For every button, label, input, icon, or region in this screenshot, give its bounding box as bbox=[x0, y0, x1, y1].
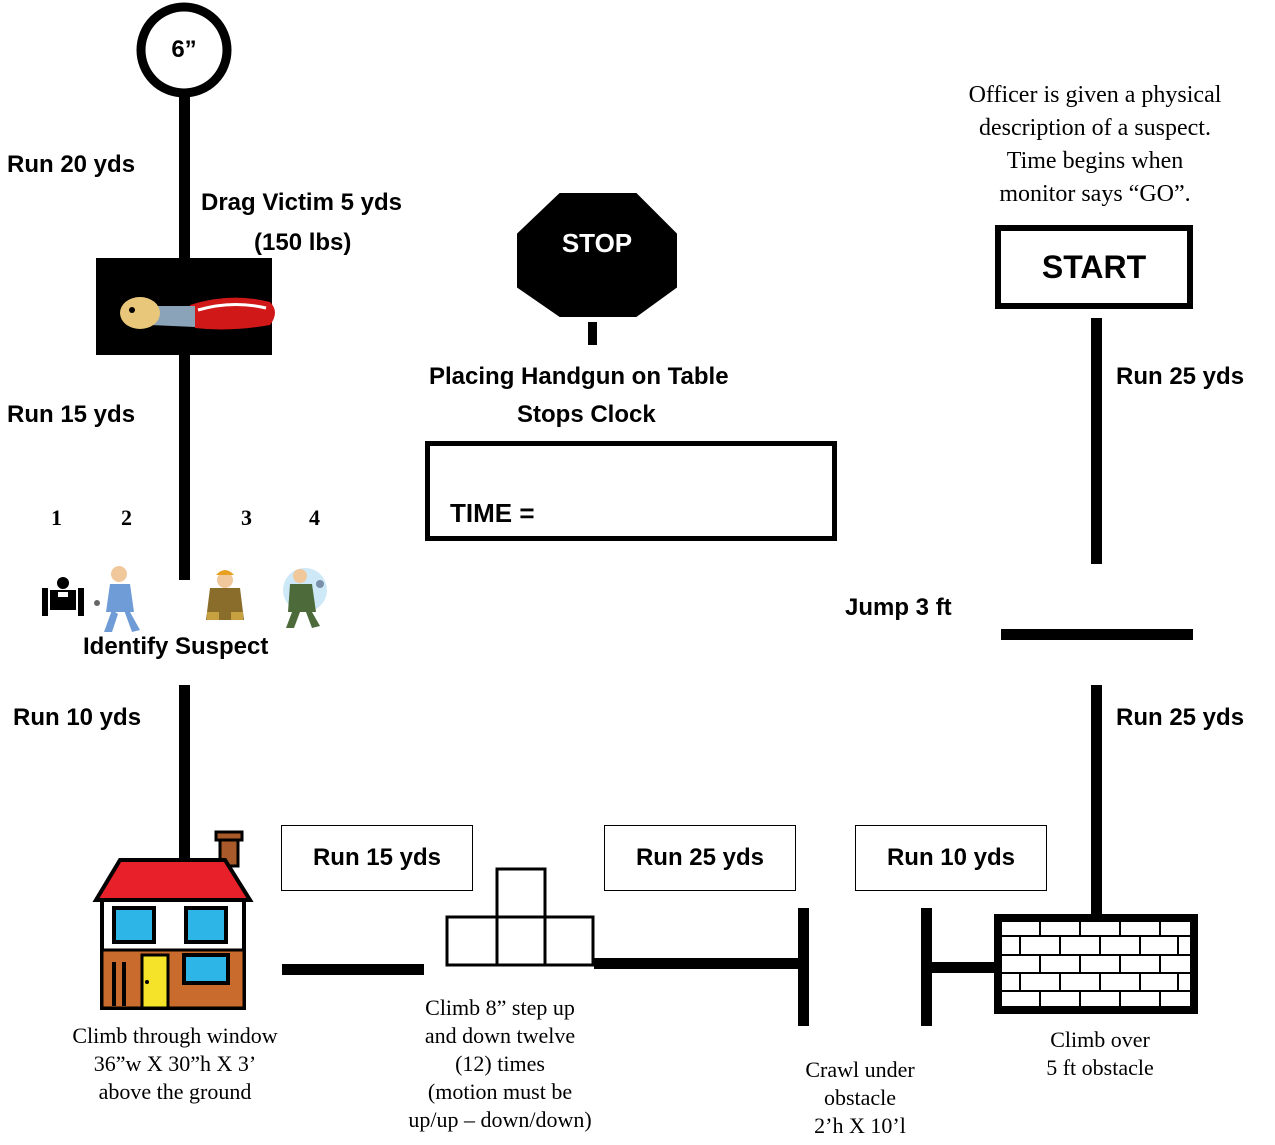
crawl-caption: Crawl under obstacle 2’h X 10’l bbox=[805, 1057, 915, 1138]
run-25-top-label: Run 25 yds bbox=[1116, 363, 1245, 390]
path-segment bbox=[932, 962, 1000, 973]
suspect-1-icon bbox=[42, 577, 84, 616]
stop-sign-label: STOP bbox=[561, 228, 633, 258]
suspect-3-icon bbox=[206, 570, 244, 620]
path-segment bbox=[1091, 685, 1102, 918]
victim-dummy-image bbox=[96, 258, 275, 355]
crawl-obstacle-left bbox=[798, 908, 809, 1026]
jump-obstacle bbox=[1001, 629, 1193, 640]
house-window-obstacle-image bbox=[92, 830, 254, 1010]
window-caption: Climb through window 36”w X 30”h X 3’ ab… bbox=[72, 1023, 278, 1104]
path-segment bbox=[594, 958, 808, 969]
finish-circle bbox=[136, 2, 232, 98]
time-label: TIME = bbox=[450, 498, 535, 528]
start-description: Officer is given a physical description … bbox=[968, 82, 1222, 207]
step-caption: Climb 8” step up and down twelve (12) ti… bbox=[408, 995, 592, 1132]
finish-sign-label: 6” bbox=[171, 36, 197, 63]
path-segment bbox=[179, 92, 190, 287]
suspect-2-icon bbox=[94, 566, 140, 632]
suspect-4-icon bbox=[283, 568, 327, 628]
stop-sign-octagon bbox=[517, 193, 677, 317]
path-segment bbox=[179, 350, 190, 580]
step-obstacle-image bbox=[445, 867, 595, 967]
drag-victim-label: Drag Victim 5 yds bbox=[201, 189, 402, 216]
identify-suspect-label: Identify Suspect bbox=[83, 633, 269, 660]
path-segment bbox=[282, 964, 424, 975]
jump-label: Jump 3 ft bbox=[845, 594, 952, 621]
run-25-right-label: Run 25 yds bbox=[1116, 704, 1245, 731]
time-box[interactable]: TIME = bbox=[425, 441, 837, 541]
run-15-left-label: Run 15 yds bbox=[7, 401, 136, 428]
run-10-box: Run 10 yds bbox=[855, 825, 1047, 891]
suspect-number-2: 2 bbox=[121, 505, 132, 530]
suspect-number-3: 3 bbox=[241, 505, 252, 530]
run-25-box: Run 25 yds bbox=[604, 825, 796, 891]
crawl-obstacle-right bbox=[921, 908, 932, 1026]
run-15-box: Run 15 yds bbox=[281, 825, 473, 891]
run-10-left-label: Run 10 yds bbox=[13, 704, 142, 731]
start-box: START bbox=[995, 225, 1193, 309]
suspect-number-1: 1 bbox=[51, 505, 62, 530]
handgun-line-2: Stops Clock bbox=[517, 401, 656, 428]
drag-weight-label: (150 lbs) bbox=[254, 229, 352, 256]
run-20-label: Run 20 yds bbox=[7, 151, 136, 178]
wall-caption: Climb over 5 ft obstacle bbox=[1046, 1027, 1154, 1080]
brick-wall-obstacle-image bbox=[994, 914, 1198, 1014]
suspect-number-4: 4 bbox=[309, 505, 320, 530]
stop-sign-post bbox=[588, 322, 597, 345]
handgun-line-1: Placing Handgun on Table bbox=[429, 363, 729, 390]
path-segment bbox=[179, 685, 190, 860]
path-segment bbox=[1091, 318, 1102, 564]
